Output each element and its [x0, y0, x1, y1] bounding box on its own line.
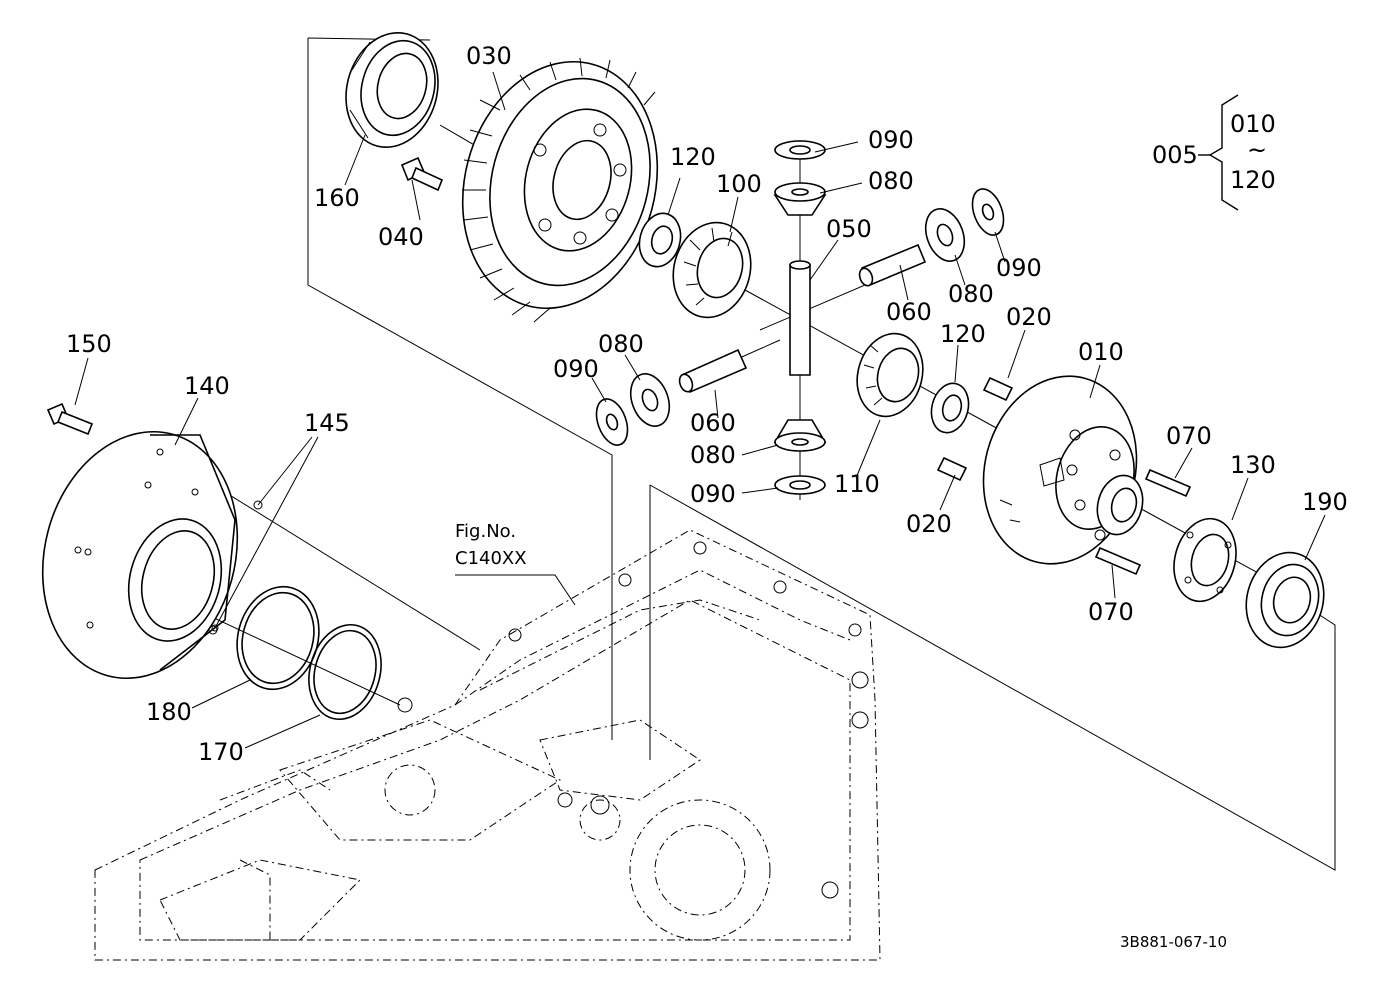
label-080-top[interactable]: 080: [868, 167, 914, 195]
label-030[interactable]: 030: [466, 42, 512, 70]
label-080-left[interactable]: 080: [598, 330, 644, 358]
washer-090-right: [971, 188, 1005, 236]
pinion-080-top: [773, 182, 827, 216]
label-090-bottom[interactable]: 090: [690, 480, 736, 508]
label-070-lower[interactable]: 070: [1088, 598, 1134, 626]
label-090-left[interactable]: 090: [553, 355, 599, 383]
cross-shaft-050: [789, 260, 811, 376]
ring-170: [308, 623, 382, 721]
range-bracket: [1198, 94, 1239, 211]
label-140[interactable]: 140: [184, 372, 230, 400]
label-100[interactable]: 100: [716, 170, 762, 198]
fig-reference-link[interactable]: C140XX: [455, 548, 527, 569]
label-130[interactable]: 130: [1230, 451, 1276, 479]
o-ring-145: [208, 500, 263, 635]
label-060-right[interactable]: 060: [886, 298, 932, 326]
drawing-code: 3B881-067-10: [1120, 933, 1228, 951]
label-050[interactable]: 050: [826, 215, 872, 243]
label-020-lower[interactable]: 020: [906, 510, 952, 538]
washer-090-left: [595, 398, 629, 446]
leader-lines: [74, 71, 1326, 749]
label-070-upper[interactable]: 070: [1166, 422, 1212, 450]
label-080-right[interactable]: 080: [948, 280, 994, 308]
pin-060-right: [858, 243, 927, 287]
bearing-160: [345, 31, 439, 149]
pinion-080-left: [629, 373, 671, 427]
transmission-case: [94, 529, 881, 961]
washer-090-top: [774, 140, 826, 160]
differential-case-010: [982, 375, 1144, 565]
bolt-150: [46, 402, 94, 436]
bearing-housing-140: [41, 430, 239, 680]
label-040[interactable]: 040: [378, 223, 424, 251]
bolt-040: [400, 156, 444, 192]
side-gear-110: [856, 332, 924, 418]
label-010[interactable]: 010: [1078, 338, 1124, 366]
washer-090-bottom: [774, 475, 826, 495]
label-060-left[interactable]: 060: [690, 409, 736, 437]
fig-no-label: Fig.No.: [455, 521, 517, 542]
pin-070-upper: [1144, 468, 1192, 498]
pin-060-left: [678, 348, 748, 394]
label-090-top[interactable]: 090: [868, 126, 914, 154]
label-120-upper[interactable]: 120: [670, 143, 716, 171]
thrust-washer-120-upper: [638, 212, 682, 268]
label-160[interactable]: 160: [314, 184, 360, 212]
label-range-start-010: 010: [1230, 110, 1276, 138]
bevel-gear-030: [461, 57, 659, 323]
label-120-lower[interactable]: 120: [940, 320, 986, 348]
pin-070-lower: [1094, 546, 1142, 576]
side-gear-100: [672, 221, 752, 319]
label-range-end-120: 120: [1230, 166, 1276, 194]
label-110[interactable]: 110: [834, 470, 880, 498]
thrust-washer-120-lower: [930, 382, 970, 434]
label-170[interactable]: 170: [198, 738, 244, 766]
pin-020-upper: [982, 376, 1014, 402]
label-range-tilde: ~: [1247, 136, 1268, 164]
label-090-right[interactable]: 090: [996, 254, 1042, 282]
label-190[interactable]: 190: [1302, 488, 1348, 516]
bearing-190: [1245, 551, 1325, 649]
pinion-080-right: [924, 208, 966, 262]
label-005-assembly[interactable]: 005: [1152, 141, 1198, 169]
pin-020-lower: [936, 456, 968, 482]
hub-130: [1173, 517, 1237, 603]
label-180[interactable]: 180: [146, 698, 192, 726]
label-080-bottom[interactable]: 080: [690, 441, 736, 469]
label-145[interactable]: 145: [304, 409, 350, 437]
label-020-upper[interactable]: 020: [1006, 303, 1052, 331]
label-150[interactable]: 150: [66, 330, 112, 358]
pinion-080-bottom: [773, 419, 827, 452]
